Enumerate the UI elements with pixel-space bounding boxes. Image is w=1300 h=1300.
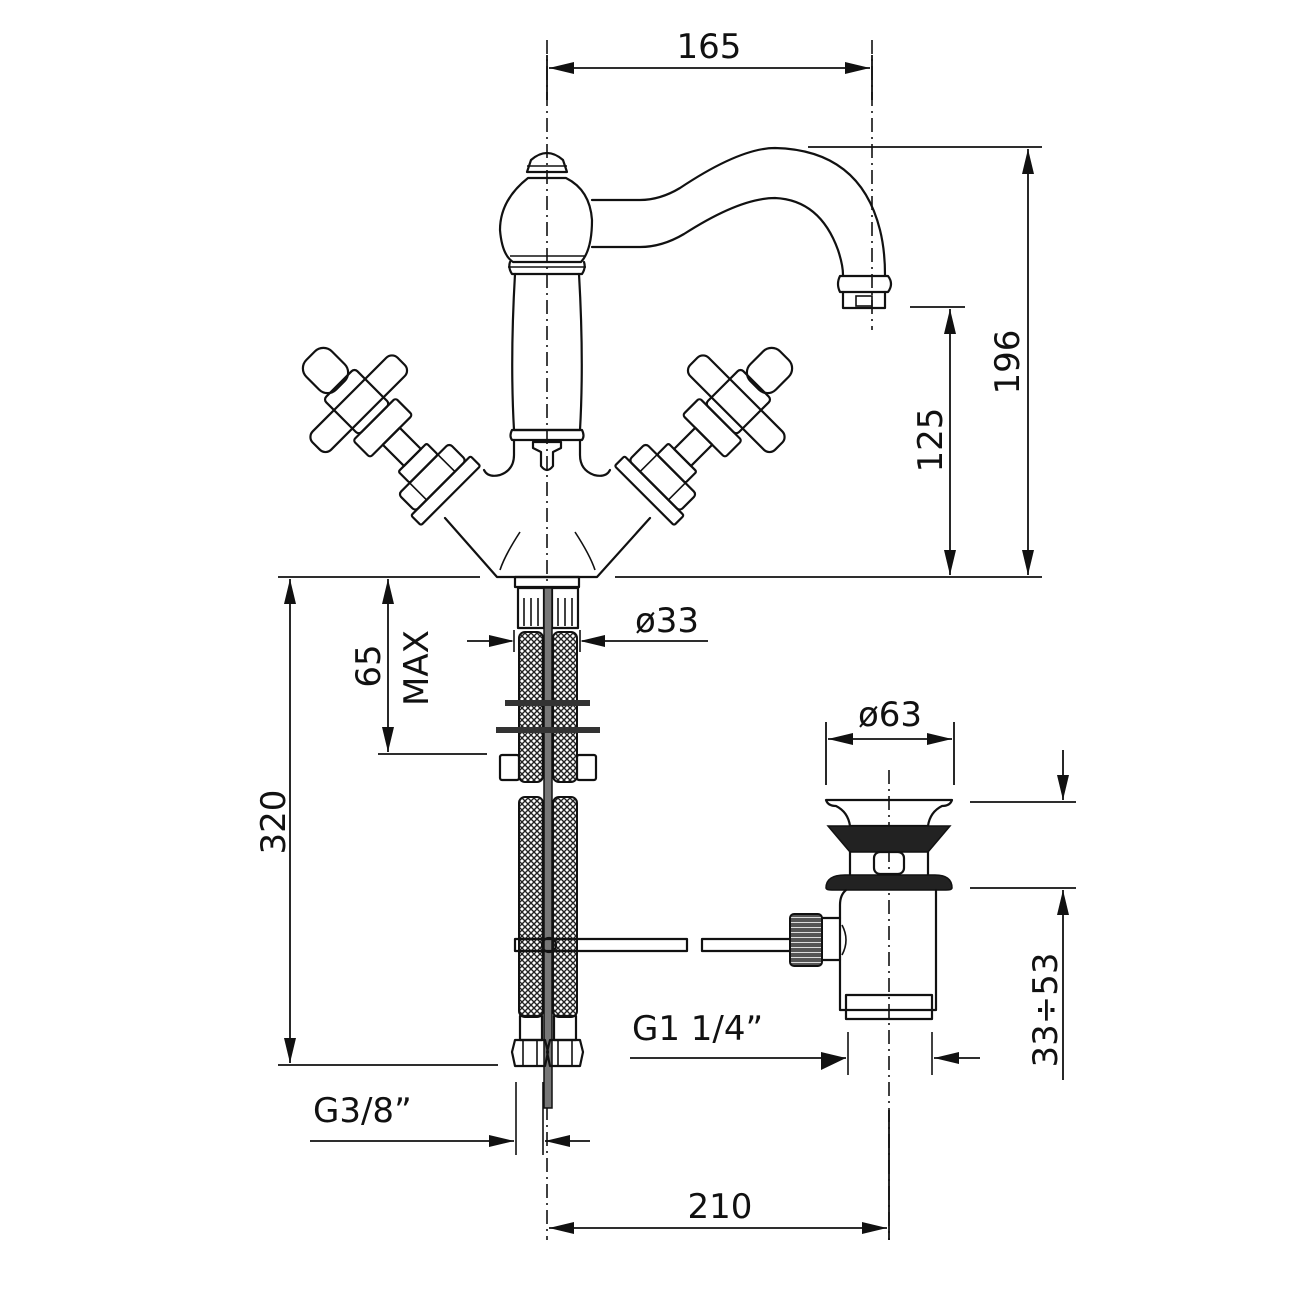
popup-rod: [513, 936, 794, 954]
right-cross-handle: [614, 346, 794, 526]
dim-overall-height: 196: [808, 146, 1042, 575]
tap-body: [443, 146, 893, 589]
dim-label-125: 125: [911, 408, 951, 473]
dim-supply-thread: G3/8”: [310, 1082, 590, 1155]
dim-hose-length: 320: [254, 579, 498, 1066]
dim-label-g1-1-4: G1 1/4”: [632, 1009, 763, 1049]
dim-waste-range: 33÷53: [970, 750, 1076, 1080]
dim-spout-reach: 165: [546, 27, 873, 100]
dim-label-max: MAX: [397, 630, 437, 706]
dim-label-d33: ø33: [635, 601, 699, 641]
dim-label-d63: ø63: [858, 695, 922, 735]
dim-waste-thread: G1 1/4”: [630, 1009, 980, 1075]
flexible-hoses: [496, 586, 600, 1109]
dim-outlet-height: 125: [910, 306, 965, 575]
left-cross-handle: [301, 346, 481, 526]
dim-label-210: 210: [688, 1187, 753, 1227]
dim-label-165: 165: [677, 27, 742, 67]
dim-label-65: 65: [349, 644, 389, 687]
dim-max-deck-thickness: 65 MAX: [349, 579, 487, 755]
dim-waste-diameter: ø63: [825, 695, 955, 785]
popup-waste: [789, 798, 954, 1021]
dim-label-33-53: 33÷53: [1026, 952, 1066, 1067]
dim-label-196: 196: [988, 330, 1028, 395]
dim-label-g3-8: G3/8”: [313, 1091, 412, 1131]
dim-label-320: 320: [254, 790, 294, 855]
dim-hole-diameter: ø33: [467, 601, 708, 652]
dim-tap-to-waste: 210: [549, 1110, 890, 1240]
